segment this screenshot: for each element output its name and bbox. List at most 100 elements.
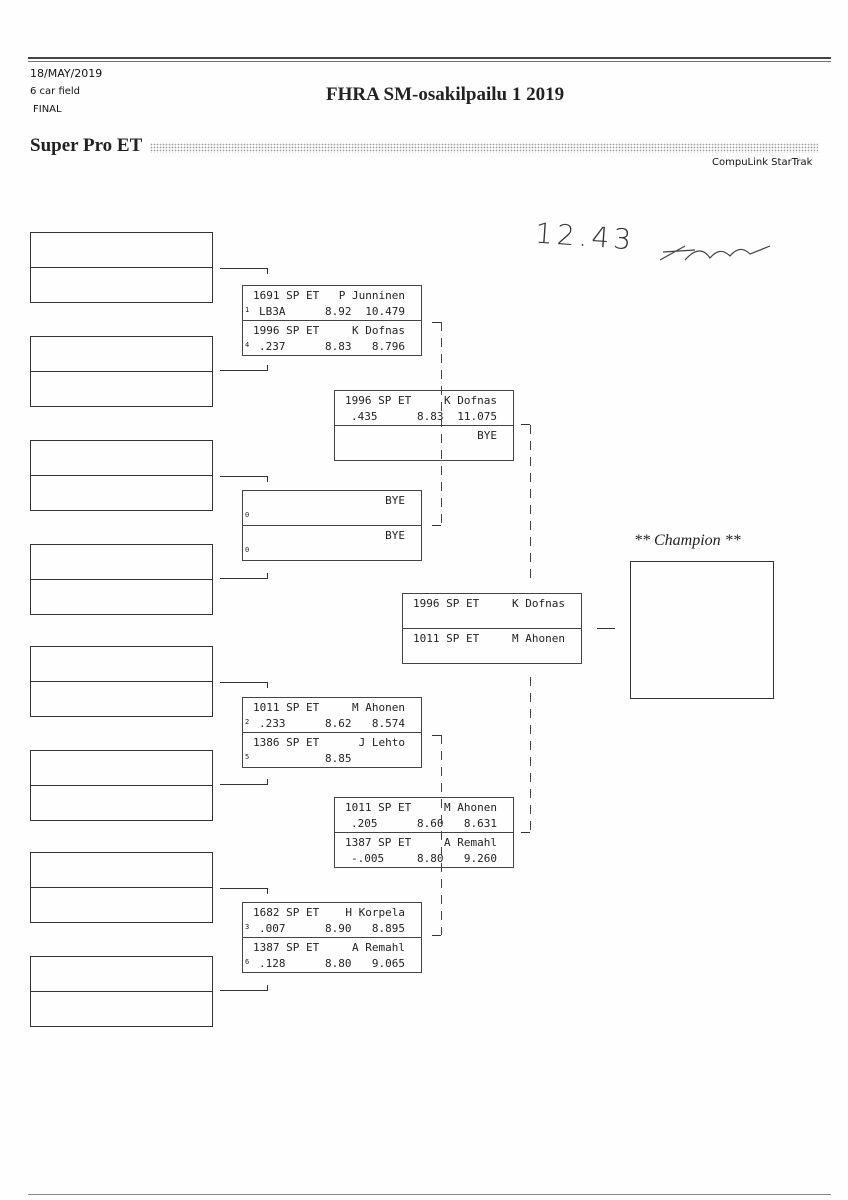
reaction-time: .237 — [259, 340, 286, 353]
dial-in: 8.85 — [325, 752, 352, 765]
driver-name: K Dofnas — [512, 597, 565, 610]
connector-line — [220, 476, 268, 477]
seed: 0 — [245, 511, 250, 519]
racer-entry: 1996 SP ET K Dofnas — [403, 594, 581, 628]
connector-tick — [267, 888, 268, 894]
field-size: 6 car field — [30, 86, 81, 97]
driver-name: K Dofnas — [352, 324, 405, 337]
driver-name: A Remahl — [444, 836, 497, 849]
match-r2-m1: 1996 SP ET K Dofnas .435 8.83 11.075 BYE — [334, 390, 514, 461]
car-class: 1011 SP ET — [253, 701, 320, 714]
connector-line — [220, 990, 268, 991]
match-final: 1996 SP ET K Dofnas 1011 SP ET M Ahonen — [402, 593, 582, 664]
connector-tick — [432, 735, 441, 736]
dial-in: 8.80 — [417, 852, 444, 865]
seed: 0 — [245, 546, 250, 554]
elapsed-time: 9.260 — [463, 852, 497, 865]
car-class: 1691 SP ET — [253, 289, 320, 302]
dial-in: 8.83 — [417, 410, 444, 423]
empty-slot — [30, 336, 213, 407]
car-class: 1387 SP ET — [253, 941, 320, 954]
date: 18/MAY/2019 — [30, 67, 103, 80]
bracket-connector — [530, 425, 531, 585]
seed: 4 — [245, 341, 250, 349]
connector-tick — [521, 832, 530, 833]
dial-in: 8.80 — [325, 957, 352, 970]
software-label: CompuLink StarTrak — [712, 157, 813, 168]
dial-in: 8.90 — [325, 922, 352, 935]
connector-line — [220, 370, 268, 371]
match-r2-m2: 1011 SP ET M Ahonen .205 8.60 8.631 1387… — [334, 797, 514, 868]
driver-name: BYE — [385, 494, 405, 507]
bracket-connector — [441, 735, 442, 935]
driver-name: H Korpela — [345, 906, 405, 919]
empty-slot — [30, 852, 213, 923]
driver-name: BYE — [385, 529, 405, 542]
racer-entry: 1386 SP ET J Lehto 5 8.85 — [243, 732, 421, 767]
elapsed-time: 8.895 — [371, 922, 405, 935]
empty-slot — [30, 232, 213, 303]
driver-name: M Ahonen — [352, 701, 405, 714]
match-r1-m3: 1011 SP ET M Ahonen 2 .233 8.62 8.574 13… — [242, 697, 422, 768]
car-class: 1996 SP ET — [413, 597, 480, 610]
connector-tick — [432, 935, 441, 936]
final-to-champion-line — [597, 628, 615, 629]
driver-name: M Ahonen — [444, 801, 497, 814]
driver-name: J Lehto — [358, 736, 405, 749]
connector-tick — [267, 573, 268, 579]
elapsed-time: 8.796 — [371, 340, 405, 353]
car-class: 1011 SP ET — [345, 801, 412, 814]
match-r1-m4: 1682 SP ET H Korpela 3 .007 8.90 8.895 1… — [242, 902, 422, 973]
reaction-time: .128 — [259, 957, 286, 970]
seed: 2 — [245, 718, 250, 726]
empty-slot — [30, 440, 213, 511]
empty-slot — [30, 646, 213, 717]
racer-entry: BYE — [335, 425, 513, 460]
handwritten-signature — [659, 245, 771, 261]
seed: 1 — [245, 306, 250, 314]
seed: 6 — [245, 958, 250, 966]
champion-box — [630, 561, 774, 699]
car-class: 1682 SP ET — [253, 906, 320, 919]
match-r1-m1: 1691 SP ET P Junninen 1 LB3A 8.92 10.479… — [242, 285, 422, 356]
connector-tick — [267, 476, 268, 482]
empty-slot — [30, 956, 213, 1027]
reaction-time: .007 — [259, 922, 286, 935]
driver-name: M Ahonen — [512, 632, 565, 645]
racer-entry: 1682 SP ET H Korpela 3 .007 8.90 8.895 — [243, 903, 421, 937]
reaction-time: .435 — [351, 410, 378, 423]
elapsed-time: 10.479 — [365, 305, 405, 318]
bracket-connector — [441, 322, 442, 525]
handwritten-note: 12.43 — [533, 216, 637, 257]
match-r1-m2: BYE 0 BYE 0 — [242, 490, 422, 561]
connector-tick — [267, 985, 268, 991]
dotted-fill — [150, 143, 818, 153]
connector-line — [220, 888, 268, 889]
connector-tick — [432, 525, 441, 526]
reaction-time: LB3A — [259, 305, 286, 318]
reaction-time: .205 — [351, 817, 378, 830]
racer-entry: BYE 0 — [243, 525, 421, 560]
racer-entry: 1011 SP ET M Ahonen — [403, 628, 581, 663]
car-class: 1011 SP ET — [413, 632, 480, 645]
racer-entry: 1011 SP ET M Ahonen .205 8.60 8.631 — [335, 798, 513, 832]
car-class: 1996 SP ET — [345, 394, 412, 407]
top-rule-thin — [28, 61, 831, 62]
dial-in: 8.92 — [325, 305, 352, 318]
empty-slot — [30, 750, 213, 821]
connector-tick — [267, 268, 268, 274]
connector-line — [220, 784, 268, 785]
dial-in: 8.60 — [417, 817, 444, 830]
racer-entry: 1691 SP ET P Junninen 1 LB3A 8.92 10.479 — [243, 286, 421, 320]
connector-tick — [267, 682, 268, 688]
racer-entry: 1387 SP ET A Remahl 6 .128 8.80 9.065 — [243, 937, 421, 972]
racer-entry: BYE 0 — [243, 491, 421, 525]
driver-name: P Junninen — [338, 289, 405, 302]
connector-tick — [267, 365, 268, 371]
status: FINAL — [33, 104, 62, 115]
elapsed-time: 9.065 — [371, 957, 405, 970]
connector-line — [220, 578, 268, 579]
reaction-time: -.005 — [351, 852, 385, 865]
racer-entry: 1996 SP ET K Dofnas 4 .237 8.83 8.796 — [243, 320, 421, 355]
